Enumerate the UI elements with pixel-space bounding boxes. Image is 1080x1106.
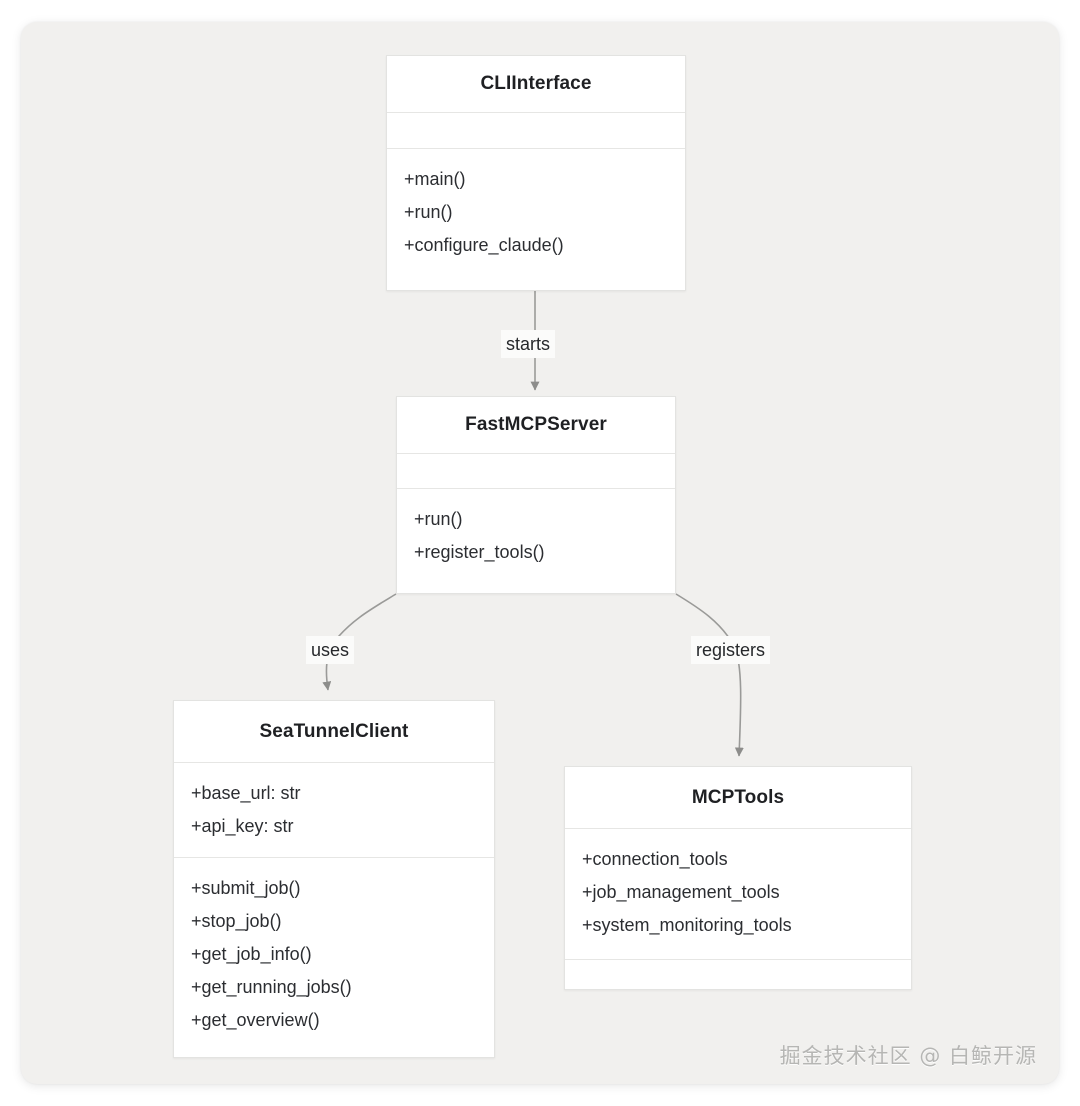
- uml-method: +main(): [404, 169, 466, 189]
- watermark-text: 掘金技术社区 @ 白鲸开源: [779, 1044, 1037, 1068]
- uml-methods-compartment: +run() +register_tools(): [397, 488, 675, 595]
- uml-methods-compartment: +main() +run() +configure_claude(): [387, 148, 685, 292]
- uml-attributes-compartment: [387, 112, 685, 148]
- edge-registers: [675, 593, 744, 757]
- uml-method: +register_tools(): [414, 542, 545, 562]
- uml-method: +get_overview(): [191, 1010, 320, 1030]
- uml-class-fastmcpserver[interactable]: FastMCPServer +run() +register_tools(): [396, 396, 676, 594]
- uml-attribute: +base_url: str: [191, 783, 301, 803]
- uml-methods-compartment: +submit_job() +stop_job() +get_job_info(…: [174, 857, 494, 1059]
- uml-method: +stop_job(): [191, 911, 282, 931]
- uml-attributes-compartment: [397, 453, 675, 488]
- uml-method: +get_running_jobs(): [191, 977, 352, 997]
- uml-class-title: MCPTools: [691, 786, 785, 808]
- uml-method: +configure_claude(): [404, 235, 564, 255]
- uml-attribute: +api_key: str: [191, 816, 294, 836]
- uml-method: +get_job_info(): [191, 944, 312, 964]
- uml-method: +run(): [404, 202, 453, 222]
- uml-method: +run(): [414, 509, 463, 529]
- uml-attribute: +connection_tools: [582, 849, 728, 869]
- uml-methods-compartment: [565, 959, 911, 990]
- uml-class-title: SeaTunnelClient: [259, 720, 409, 742]
- uml-attributes-compartment: +connection_tools +job_management_tools …: [565, 828, 911, 959]
- edge-label-starts: starts: [501, 330, 556, 358]
- diagram-canvas: CLIInterface +main() +run() +configure_c…: [21, 22, 1059, 1084]
- uml-class-mcptools[interactable]: MCPTools +connection_tools +job_manageme…: [564, 766, 912, 990]
- edge-label-registers: registers: [691, 636, 771, 664]
- uml-attribute: +job_management_tools: [582, 882, 780, 902]
- uml-attribute: +system_monitoring_tools: [582, 915, 792, 935]
- uml-method: +submit_job(): [191, 878, 301, 898]
- uml-class-cliinterface[interactable]: CLIInterface +main() +run() +configure_c…: [386, 55, 686, 291]
- uml-attributes-compartment: +base_url: str +api_key: str: [174, 762, 494, 857]
- uml-class-title: FastMCPServer: [465, 414, 607, 435]
- uml-class-seatunnelclient[interactable]: SeaTunnelClient +base_url: str +api_key:…: [173, 700, 495, 1058]
- uml-class-title: CLIInterface: [480, 73, 592, 94]
- edge-label-uses: uses: [306, 636, 355, 664]
